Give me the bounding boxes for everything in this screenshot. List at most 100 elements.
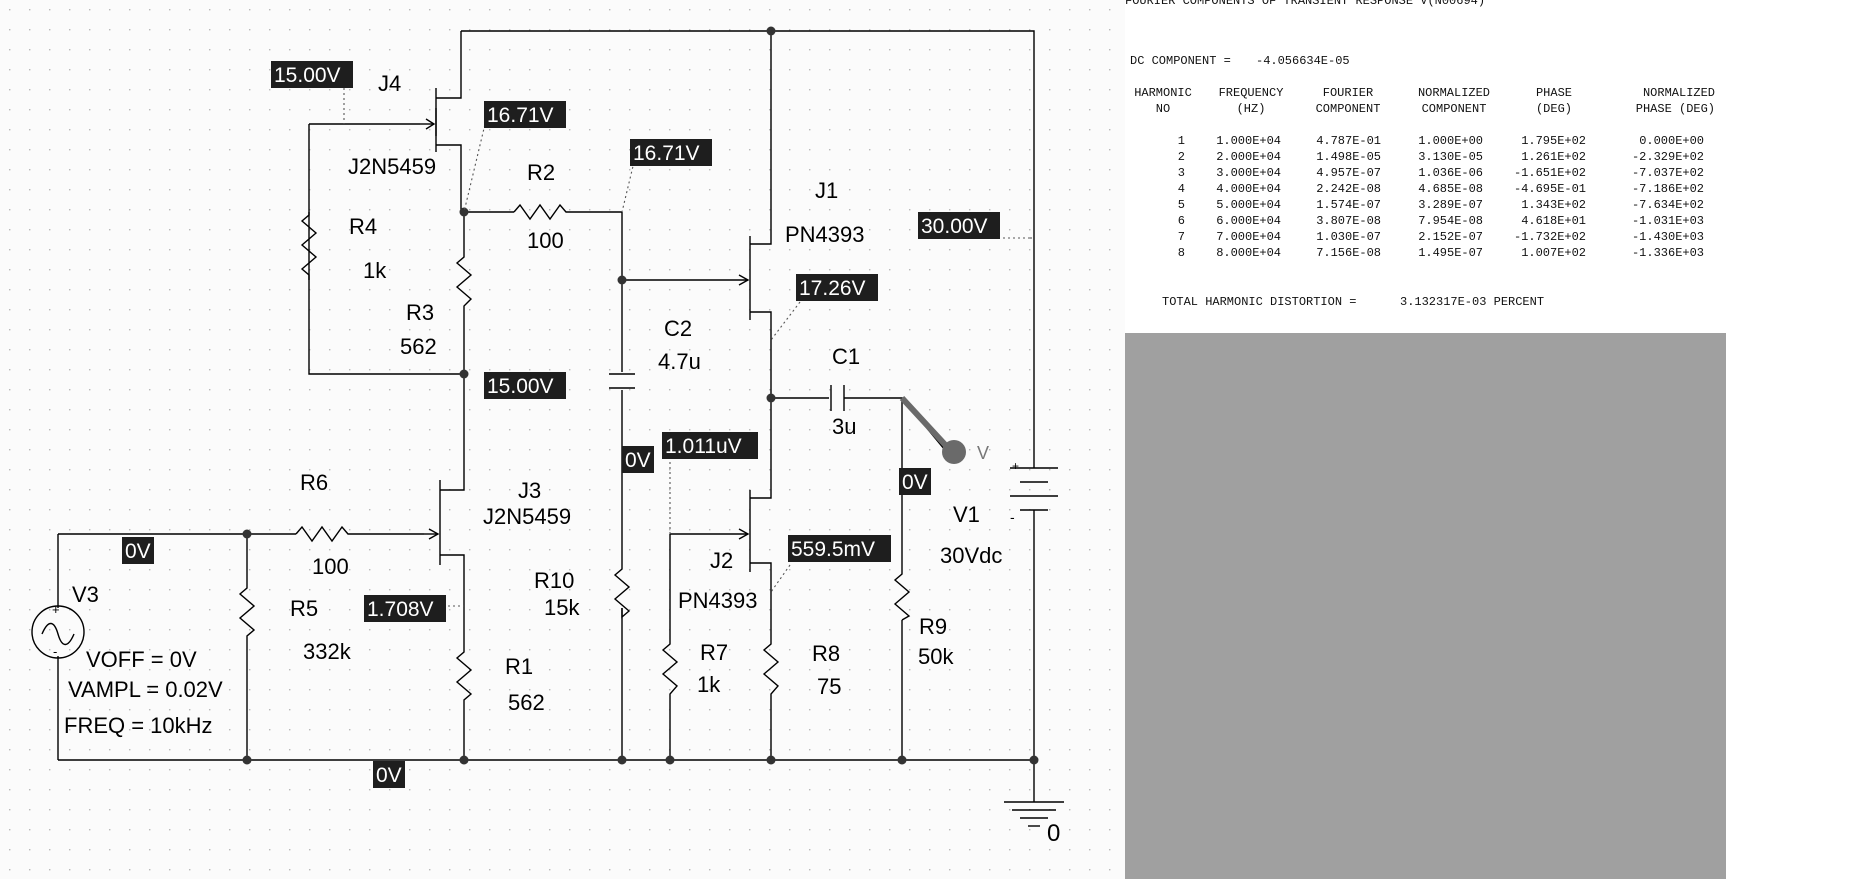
header-harmonic: HARMONIC [1134,86,1192,100]
c1-value: 3u [832,414,856,439]
voltage-marker: 0V [899,468,931,495]
svg-text:15.00V: 15.00V [487,375,554,398]
r6-ref: R6 [300,470,328,495]
table-cell: 1.030E-07 [1316,230,1381,244]
svg-text:-: - [53,644,57,659]
svg-text:15.00V: 15.00V [274,64,341,87]
probe-label: V [977,443,989,463]
voltage-marker: 15.00V [484,372,566,399]
table-cell: 3.807E-08 [1316,214,1381,228]
battery-minus-sign: - [1010,509,1015,525]
svg-text:16.71V: 16.71V [487,104,554,127]
r9-resistor [893,570,911,621]
table-cell: 1.343E+02 [1521,198,1586,212]
svg-text:30.00V: 30.00V [921,215,988,238]
header-normalized-sub: COMPONENT [1421,102,1487,116]
simulation-output-panel[interactable]: FOURIER COMPONENTS OF TRANSIENT RESPONSE… [1125,0,1726,333]
j1-ref: J1 [815,178,838,203]
voltage-marker: 1.708V [364,595,446,622]
header-normalized: NORMALIZED [1417,86,1490,100]
c1-ref: C1 [832,344,860,369]
dc-component-label: DC COMPONENT = [1130,54,1231,68]
j4-value: J2N5459 [348,154,436,179]
table-cell: 2.242E-08 [1316,182,1381,196]
r5-ref: R5 [290,596,318,621]
output-window-empty-area [1125,333,1726,879]
voltage-marker: 0V [122,537,154,564]
table-cell: 1.795E+02 [1521,134,1586,148]
capacitors [609,373,845,411]
table-cell: 3.289E-07 [1418,198,1483,212]
component-labels: J4 J2N5459 R4 1k R2 100 R3 562 J1 PN4393… [64,71,1060,847]
table-cell: 4.618E+01 [1521,214,1586,228]
j3-ref: J3 [518,478,541,503]
r3-ref: R3 [406,300,434,325]
table-cell: 1.007E+02 [1521,246,1586,260]
marker-leaders [343,78,1034,607]
ground-symbol [1004,801,1064,827]
j2-ref: J2 [710,548,733,573]
battery-plus-sign: + [1012,459,1019,473]
table-cell: 3.000E+04 [1216,166,1281,180]
r3-resistor [455,253,473,312]
voltage-marker: 1.011uV [662,432,758,459]
table-cell: 2 [1177,150,1185,164]
voltage-probe[interactable] [899,395,966,464]
table-cell: 3.130E-05 [1418,150,1483,164]
table-cell: 1.036E-06 [1418,166,1483,180]
header-fourier: FOURIER [1322,86,1374,100]
r4-resistor [300,212,318,280]
voltage-marker: 16.71V [630,139,712,166]
thd-value: 3.132317E-03 PERCENT [1400,295,1545,309]
r5-resistor [238,584,256,640]
table-cell: 7.000E+04 [1216,230,1281,244]
table-cell: -2.329E+02 [1631,150,1704,164]
header-frequency: FREQUENCY [1218,86,1284,100]
table-cell: 1.495E-07 [1418,246,1483,260]
table-cell: -7.634E+02 [1631,198,1704,212]
r1-resistor [455,648,473,708]
table-cell: -1.430E+03 [1631,230,1704,244]
resistors [238,203,911,708]
r8-ref: R8 [812,641,840,666]
schematic-drawing[interactable]: + - + - J4 J2N5459 R4 1k R2 100 [0,0,1128,879]
r7-ref: R7 [700,640,728,665]
dc-component-value: -4.056634E-05 [1256,54,1350,68]
r3-value: 562 [400,334,437,359]
r6-resistor [295,525,352,543]
v1-ref: V1 [953,502,980,527]
table-cell: 1.000E+04 [1216,134,1281,148]
table-cell: 1.000E+00 [1418,134,1483,148]
r7-value: 1k [697,672,721,697]
header-frequency-sub: (HZ) [1236,102,1266,116]
r2-value: 100 [527,228,564,253]
voltage-marker: 0V [622,446,654,473]
svg-text:0V: 0V [902,471,928,494]
thd-label: TOTAL HARMONIC DISTORTION = [1162,295,1357,309]
r10-ref: R10 [534,568,574,593]
table-cell: 2.152E-07 [1418,230,1483,244]
v3-freq: FREQ = 10kHz [64,713,213,738]
junctions [242,26,1039,765]
table-cell: 6 [1177,214,1185,228]
r2-resistor [513,203,570,221]
r6-value: 100 [312,554,349,579]
table-cell: 1.574E-07 [1316,198,1381,212]
table-cell: 1.261E+02 [1521,150,1586,164]
schematic-canvas[interactable]: + - + - J4 J2N5459 R4 1k R2 100 [0,0,1128,879]
table-cell: 0.000E+00 [1639,134,1704,148]
header-phase: PHASE [1535,86,1572,100]
r10-resistor [613,565,631,619]
r5-value: 332k [303,639,352,664]
svg-text:+: + [52,602,60,617]
r8-resistor [762,640,780,700]
table-cell: 7.954E-08 [1418,214,1483,228]
voltage-marker: 559.5mV [788,535,891,562]
table-cell: -1.651E+02 [1513,166,1586,180]
v3-ref: V3 [72,582,99,607]
table-cell: -1.031E+03 [1631,214,1704,228]
voltage-marker: 15.00V [271,61,353,88]
r1-value: 562 [508,690,545,715]
table-cell: 4.685E-08 [1418,182,1483,196]
voltage-marker: 17.26V [796,274,878,301]
